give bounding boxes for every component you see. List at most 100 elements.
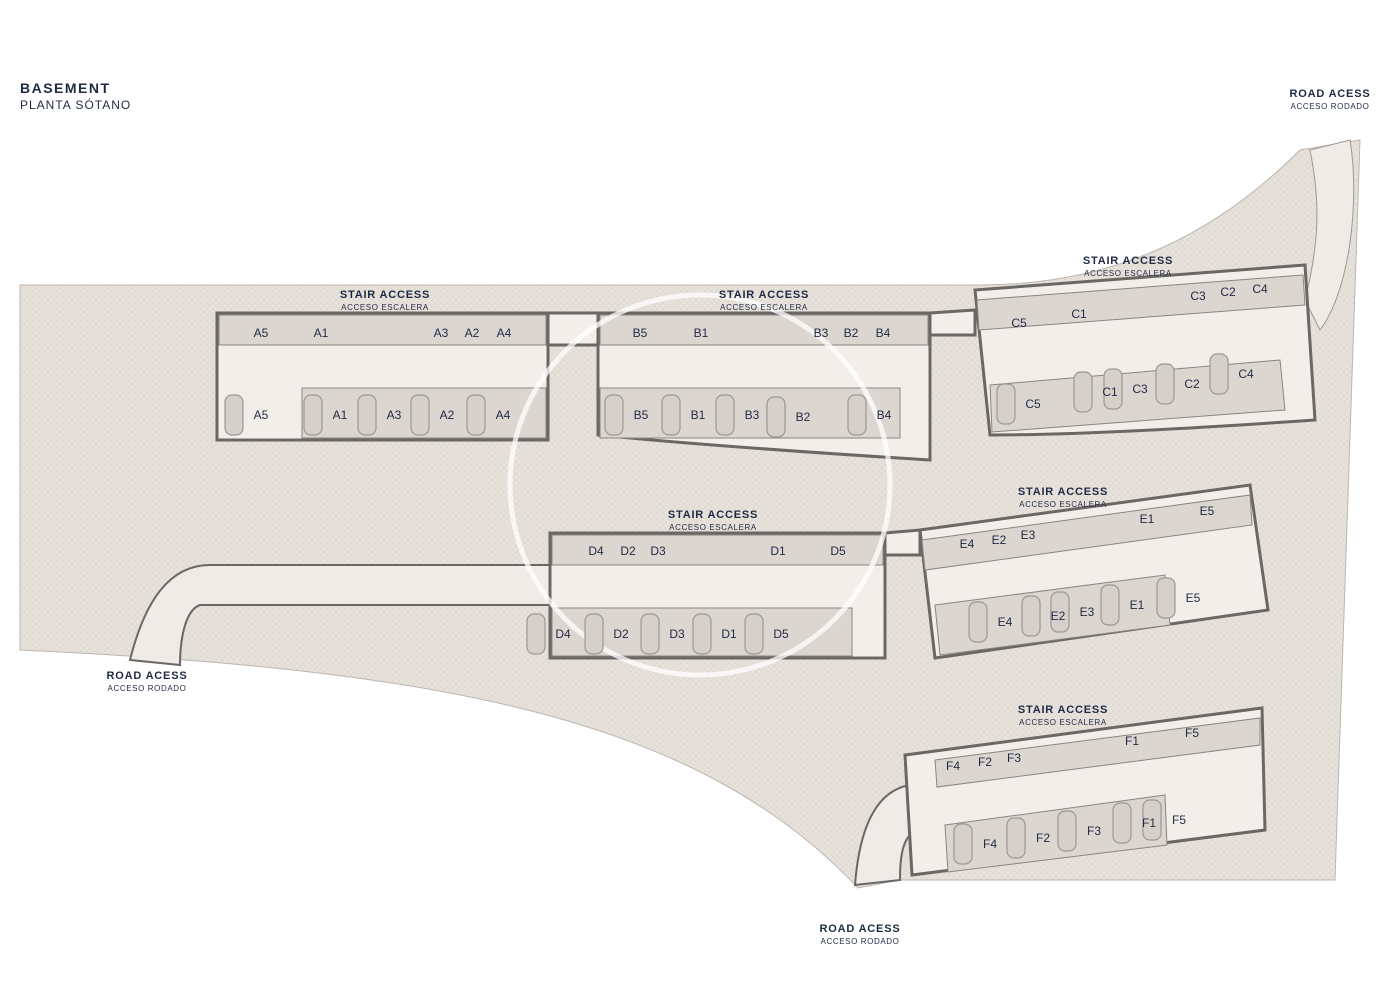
road-access-sublabel: ACCESO RODADO xyxy=(821,937,900,946)
parking-space-label: B2 xyxy=(796,410,811,424)
car-icon xyxy=(584,613,604,655)
parking-space-label: C3 xyxy=(1132,382,1148,396)
storage-row-b xyxy=(599,314,929,346)
storage-unit-label: E5 xyxy=(1200,504,1215,518)
storage-unit-label: B1 xyxy=(694,326,709,340)
parking-space-label: C2 xyxy=(1184,377,1200,391)
storage-unit-label: D5 xyxy=(830,544,846,558)
parking-space-label: B3 xyxy=(745,408,760,422)
storage-unit-label: F4 xyxy=(946,759,960,773)
storage-unit-label: E4 xyxy=(960,537,975,551)
parking-space-label: C4 xyxy=(1238,367,1254,381)
stair-access-sublabel: ACCESO ESCALERA xyxy=(669,523,757,532)
storage-unit-label: F5 xyxy=(1185,726,1199,740)
car-icon xyxy=(996,383,1016,425)
storage-unit-label: C4 xyxy=(1252,282,1268,296)
storage-unit-label: D3 xyxy=(650,544,666,558)
car-icon xyxy=(1057,810,1077,852)
car-icon xyxy=(1103,368,1123,410)
stair-access-label: STAIR ACCESS xyxy=(340,289,430,301)
watermark-logo xyxy=(507,292,893,678)
storage-unit-label: C5 xyxy=(1011,316,1027,330)
storage-unit-label: A3 xyxy=(434,326,449,340)
storage-row-f xyxy=(934,717,1261,788)
storage-row-a xyxy=(218,314,547,346)
subtitle-planta-sotano: PLANTA SÓTANO xyxy=(20,98,132,112)
stair-access-sublabel: ACCESO ESCALERA xyxy=(1084,269,1172,278)
parking-space-label: D2 xyxy=(613,627,629,641)
car-icon xyxy=(847,394,867,436)
parking-space-label: C1 xyxy=(1102,385,1118,399)
storage-unit-label: B4 xyxy=(876,326,891,340)
stair-access-label: STAIR ACCESS xyxy=(668,509,758,521)
storage-unit-label: E1 xyxy=(1140,512,1155,526)
parking-space-label: F3 xyxy=(1087,824,1101,838)
car-icon xyxy=(526,613,546,655)
storage-unit-label: C3 xyxy=(1190,289,1206,303)
storage-unit-label: C2 xyxy=(1220,285,1236,299)
storage-unit-label: A1 xyxy=(314,326,329,340)
car-icon xyxy=(1100,584,1120,626)
parking-space-label: F2 xyxy=(1036,831,1050,845)
stair-access-sublabel: ACCESO ESCALERA xyxy=(341,303,429,312)
parking-space-label: A4 xyxy=(496,408,511,422)
parking-space-label: E1 xyxy=(1130,598,1145,612)
car-icon xyxy=(466,394,486,436)
stair-access-label: STAIR ACCESS xyxy=(1018,486,1108,498)
road-ramp-top-right xyxy=(1304,139,1355,331)
stair-access-label: STAIR ACCESS xyxy=(1018,704,1108,716)
parking-space-label: A1 xyxy=(333,408,348,422)
stair-access-label: STAIR ACCESS xyxy=(719,289,809,301)
connector-bc xyxy=(928,308,977,337)
parking-space-label: E5 xyxy=(1186,591,1201,605)
road-ramp-left xyxy=(128,564,551,667)
stair-access-sublabel: ACCESO ESCALERA xyxy=(1019,500,1107,509)
storage-unit-label: D2 xyxy=(620,544,636,558)
car-icon xyxy=(640,613,660,655)
stair-access-sublabel: ACCESO ESCALERA xyxy=(720,303,808,312)
storage-unit-label: D4 xyxy=(588,544,604,558)
parking-space-label: C5 xyxy=(1025,397,1041,411)
parking-space-label: D4 xyxy=(555,627,571,641)
storage-unit-label: F1 xyxy=(1125,734,1139,748)
car-icon xyxy=(1006,817,1026,859)
title-basement: BASEMENT xyxy=(20,80,111,96)
car-icon xyxy=(661,394,681,436)
car-icon xyxy=(303,394,323,436)
road-access-label: ROAD ACESS xyxy=(820,923,901,935)
car-icon xyxy=(1112,802,1132,844)
car-icon xyxy=(953,823,973,865)
storage-unit-label: E3 xyxy=(1021,528,1036,542)
car-icon xyxy=(968,601,988,643)
parking-space-label: D1 xyxy=(721,627,737,641)
car-icon xyxy=(1073,371,1093,413)
storage-unit-label: A2 xyxy=(465,326,480,340)
parking-space-label: F1 xyxy=(1142,816,1156,830)
parking-space-label: A3 xyxy=(387,408,402,422)
road-access-sublabel: ACCESO RODADO xyxy=(108,684,187,693)
storage-unit-label: B3 xyxy=(814,326,829,340)
parking-space-label: B5 xyxy=(634,408,649,422)
car-icon xyxy=(410,394,430,436)
storage-unit-label: D1 xyxy=(770,544,786,558)
parking-space-label: B1 xyxy=(691,408,706,422)
storage-row-c xyxy=(976,274,1306,331)
car-icon xyxy=(744,613,764,655)
storage-unit-label: B2 xyxy=(844,326,859,340)
storage-unit-label: C1 xyxy=(1071,307,1087,321)
car-icon xyxy=(357,394,377,436)
parking-row-f xyxy=(944,794,1168,873)
parking-space-label: E4 xyxy=(998,615,1013,629)
plan-title: BASEMENT PLANTA SÓTANO xyxy=(20,80,131,112)
stair-access-label: STAIR ACCESS xyxy=(1083,255,1173,267)
parking-space-label: D3 xyxy=(669,627,685,641)
car-icon xyxy=(1021,595,1041,637)
stair-access-sublabel: ACCESO ESCALERA xyxy=(1019,718,1107,727)
parking-space-label: D5 xyxy=(773,627,789,641)
parking-space-label: E3 xyxy=(1080,605,1095,619)
parking-space-label: F4 xyxy=(983,837,997,851)
road-access-label: ROAD ACESS xyxy=(1290,88,1371,100)
road-access-label: ROAD ACESS xyxy=(107,670,188,682)
parking-space-label: A5 xyxy=(254,408,269,422)
